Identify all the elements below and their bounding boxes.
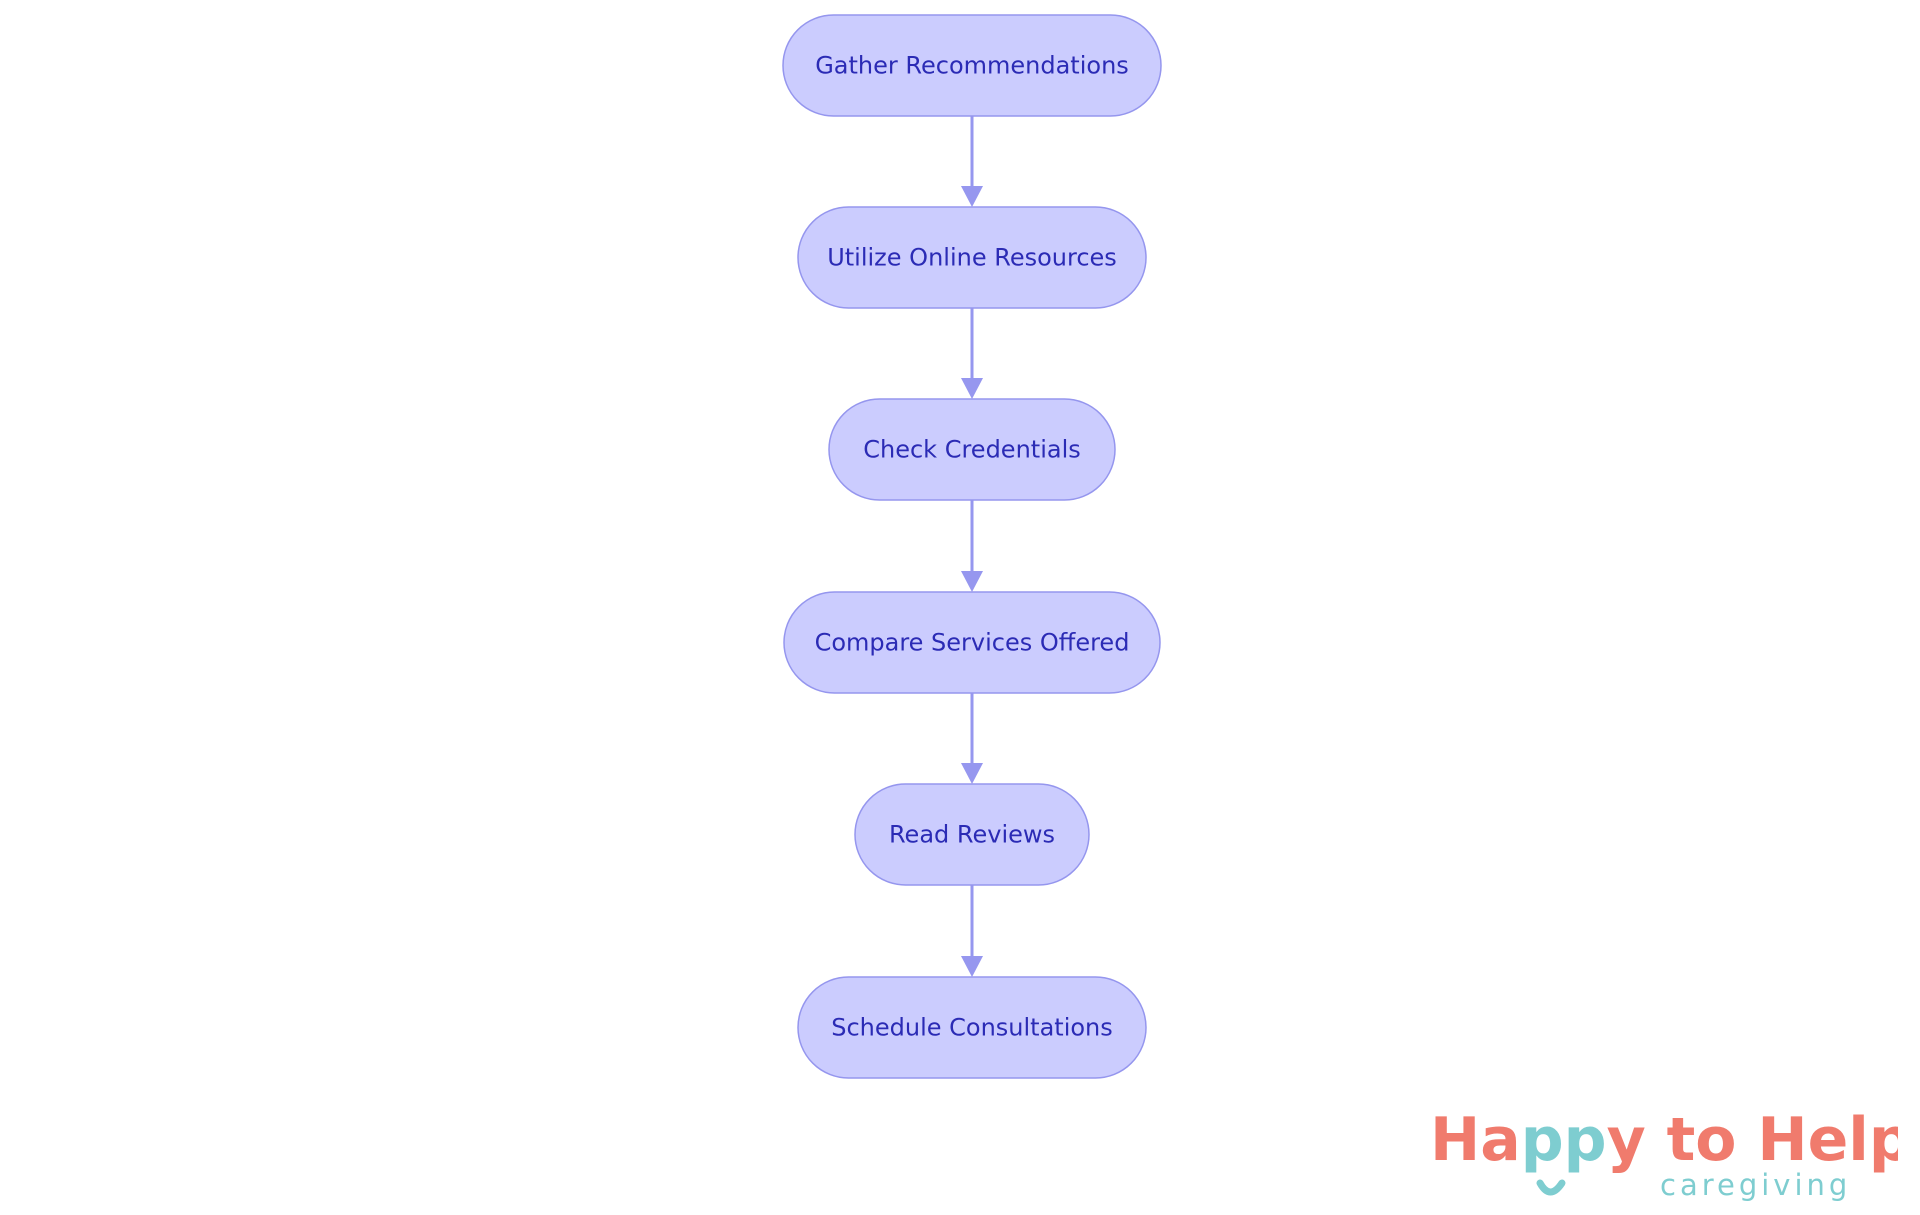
logo-title-part2: pp: [1521, 1105, 1607, 1175]
flow-node: Read Reviews: [854, 783, 1090, 886]
smile-icon: [1536, 1179, 1566, 1196]
edges-layer: [961, 116, 983, 977]
flow-node-shape: [797, 976, 1147, 1079]
flow-arrow: [961, 885, 983, 977]
flow-node-shape: [782, 14, 1162, 117]
logo-title-part1: Ha: [1430, 1105, 1521, 1175]
flow-arrow-head: [961, 378, 983, 399]
flow-node-label: Utilize Online Resources: [827, 244, 1117, 272]
flow-node-label: Schedule Consultations: [831, 1014, 1113, 1042]
flow-arrow: [961, 116, 983, 207]
flow-node-shape: [854, 783, 1090, 886]
flow-arrow-head: [961, 571, 983, 592]
logo-title: Happy to Help: [1430, 1105, 1898, 1175]
flow-arrow: [961, 500, 983, 592]
flow-node-shape: [828, 398, 1116, 501]
flow-arrow: [961, 308, 983, 399]
flow-arrow-head: [961, 956, 983, 977]
flow-node-label: Compare Services Offered: [815, 629, 1130, 657]
flow-node-label: Gather Recommendations: [815, 52, 1129, 80]
flow-node: Schedule Consultations: [797, 976, 1147, 1079]
flow-node-label: Check Credentials: [863, 436, 1081, 464]
flow-node: Compare Services Offered: [783, 591, 1161, 694]
logo-title-part3: y to Help: [1607, 1105, 1898, 1175]
flow-node-label: Read Reviews: [889, 821, 1055, 849]
flow-node: Gather Recommendations: [782, 14, 1162, 117]
flow-arrow: [961, 693, 983, 784]
happy-to-help-logo: Happy to Help caregiving: [1430, 1105, 1898, 1202]
flow-node-shape: [797, 206, 1147, 309]
flow-node-shape: [783, 591, 1161, 694]
flow-node: Utilize Online Resources: [797, 206, 1147, 309]
flow-arrow-head: [961, 763, 983, 784]
logo-subtitle: caregiving: [1660, 1168, 1851, 1202]
flow-node: Check Credentials: [828, 398, 1116, 501]
flow-arrow-head: [961, 186, 983, 207]
